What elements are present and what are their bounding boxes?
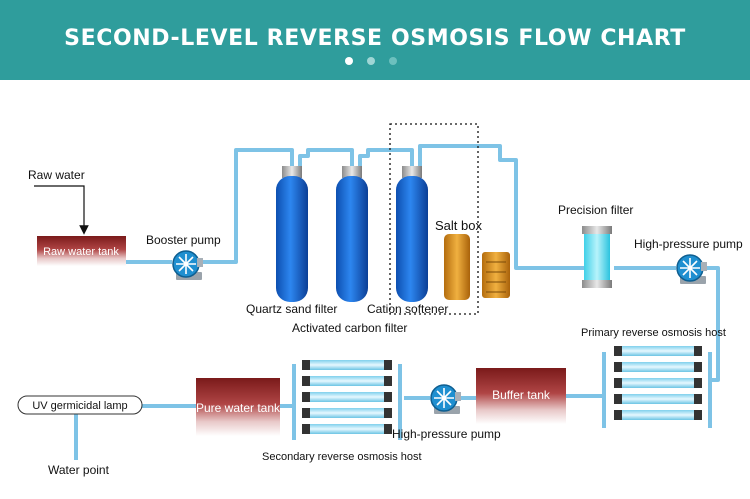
page-title: SECOND-LEVEL REVERSE OSMOSIS FLOW CHART	[64, 26, 686, 51]
ro-membrane	[302, 408, 392, 418]
raw-water-tank: Raw water tank	[37, 236, 126, 266]
quartz-sand-filter-label: Quartz sand filter	[246, 302, 337, 316]
pipe-network	[74, 144, 720, 460]
pipe-segment	[602, 352, 712, 428]
pump-fan-icon	[434, 388, 454, 408]
carousel-dot[interactable]	[389, 57, 397, 65]
buffer-tank-label: Buffer tank	[492, 388, 551, 402]
pump-fan-icon	[680, 258, 700, 278]
salt-box-label: Salt box	[435, 218, 482, 233]
secondary-ro-host-label: Secondary reverse osmosis host	[262, 451, 422, 463]
pipe-segment	[292, 364, 402, 440]
activated-carbon-filter-label: Activated carbon filter	[292, 321, 407, 335]
high-pressure-pump-2	[430, 384, 461, 414]
ro-membrane	[614, 378, 702, 388]
pipe-segment	[418, 144, 590, 270]
water-point-label: Water point	[48, 463, 110, 477]
pipe-segment	[704, 266, 720, 382]
booster-pump-label: Booster pump	[146, 233, 221, 247]
raw-water-tank-label: Raw water tank	[43, 246, 119, 258]
carousel-dot[interactable]	[367, 57, 375, 65]
pipe-segment	[358, 148, 414, 168]
precision-filter-label: Precision filter	[558, 203, 633, 217]
precision-filter	[582, 226, 612, 288]
title-banner: SECOND-LEVEL REVERSE OSMOSIS FLOW CHART	[0, 0, 750, 80]
ro-membrane	[614, 410, 702, 420]
high-pressure-pump-2-label: High-pressure pump	[392, 427, 501, 441]
ro-membrane	[302, 392, 392, 402]
raw-water-label: Raw water	[28, 168, 85, 182]
pipe-segment	[200, 148, 294, 264]
primary-ro-host	[614, 346, 702, 420]
high-pressure-pump-1	[676, 254, 707, 284]
salt-box	[444, 234, 470, 300]
cation-softener	[396, 166, 428, 302]
raw-water-arrow	[34, 185, 89, 235]
pipe-segment	[298, 148, 354, 168]
secondary-ro-host	[302, 360, 392, 434]
softener-group-outline	[389, 123, 479, 315]
ro-membrane	[302, 424, 392, 434]
ro-membrane	[302, 376, 392, 386]
ro-membrane	[614, 346, 702, 356]
brine-tank	[482, 252, 510, 298]
booster-pump	[172, 250, 203, 280]
quartz-sand-filter	[276, 166, 308, 302]
pure-water-tank: Pure water tank	[196, 378, 281, 436]
carousel-dot-active[interactable]	[345, 57, 353, 65]
uv-lamp-label: UV germicidal lamp	[32, 400, 127, 412]
cation-softener-label: Cation softener	[367, 302, 448, 316]
pump-fan-icon	[176, 254, 196, 274]
buffer-tank: Buffer tank	[476, 368, 566, 424]
primary-ro-host-label: Primary reverse osmosis host	[581, 327, 726, 339]
high-pressure-pump-1-label: High-pressure pump	[634, 237, 743, 251]
uv-germicidal-lamp: UV germicidal lamp	[17, 395, 143, 415]
ro-membrane	[614, 394, 702, 404]
activated-carbon-filter	[336, 166, 368, 302]
ro-membrane	[614, 362, 702, 372]
ro-membrane	[302, 360, 392, 370]
pure-water-tank-label: Pure water tank	[196, 401, 281, 415]
